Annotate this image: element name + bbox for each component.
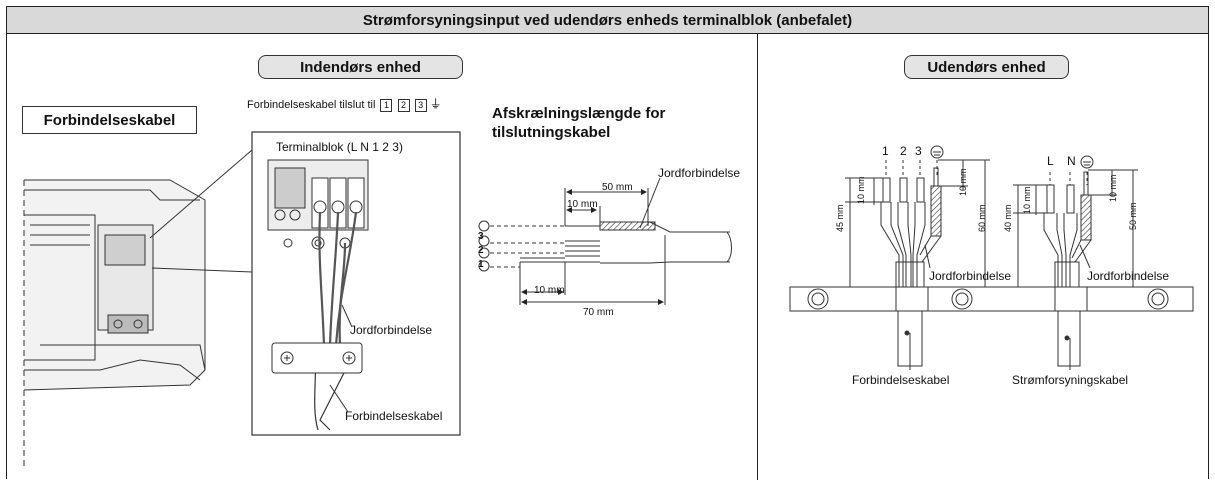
terminal-block-label: Terminalblok (L N 1 2 3)	[276, 140, 403, 154]
connect-caption: Forbindelseskabel tilslut til 1 2 3 ⏚	[247, 95, 442, 112]
ground-symbol-icon: ⏚	[429, 97, 442, 111]
connect-num-3: 3	[414, 98, 427, 112]
outdoor-cable-left: Forbindelseskabel	[852, 373, 950, 387]
strip-dim-10b: 10 mm	[534, 285, 565, 296]
strip-wire-1: 1	[478, 259, 484, 270]
diagram-frame: Strømforsyningsinput ved udendørs enheds…	[6, 6, 1209, 480]
outdoor-wire-2: 2	[900, 144, 907, 158]
outdoor-dim-40: 40 mm	[1003, 204, 1013, 232]
strip-dim-50: 50 mm	[602, 182, 633, 193]
outdoor-dim-50: 50 mm	[1128, 202, 1138, 230]
connection-cable-box: Forbindelseskabel	[22, 106, 197, 134]
strip-dim-10a: 10 mm	[567, 199, 598, 210]
outdoor-dim-10b: 10 mm	[958, 168, 968, 196]
connect-num-1: 1	[380, 98, 393, 112]
outdoor-dim-10d: 10 mm	[1108, 174, 1118, 202]
terminal-num-1: 1	[324, 186, 330, 196]
strip-wire-2: 2	[478, 245, 484, 256]
connect-num-2: 2	[397, 98, 410, 112]
outdoor-wire-L: L	[1047, 154, 1054, 168]
strip-dim-70: 70 mm	[583, 307, 614, 318]
indoor-ground-label: Jordforbindelse	[350, 323, 433, 337]
outdoor-unit-pill: Udendørs enhed	[904, 55, 1069, 79]
outdoor-wire-N: N	[1067, 154, 1076, 168]
outdoor-dim-10c: 10 mm	[1022, 186, 1032, 214]
terminal-num-2: 2	[340, 186, 346, 196]
outdoor-wire-3: 3	[915, 144, 922, 158]
indoor-unit-pill: Indendørs enhed	[258, 55, 463, 79]
outdoor-cable-right: Strømforsyningskabel	[1012, 373, 1129, 387]
terminal-num-3: 3	[356, 186, 362, 196]
indoor-cable-label: Forbindelseskabel	[345, 409, 443, 423]
page-title: Strømforsyningsinput ved udendørs enheds…	[7, 7, 1208, 34]
outdoor-ground-left: Jordforbindelse	[929, 269, 1012, 283]
strip-ground-label: Jordforbindelse	[658, 166, 741, 180]
connect-caption-text: Forbindelseskabel tilslut til	[247, 99, 376, 111]
strip-wire-3: 3	[478, 231, 484, 242]
strip-length-title: Afskrælningslængde for tilslutningskabel	[492, 105, 666, 141]
outdoor-dim-10a: 10 mm	[856, 176, 866, 204]
outdoor-dim-45: 45 mm	[835, 204, 845, 232]
outdoor-wire-1: 1	[882, 144, 889, 158]
outdoor-dim-60: 60 mm	[977, 204, 987, 232]
outdoor-ground-right: Jordforbindelse	[1087, 269, 1170, 283]
column-divider	[757, 33, 758, 480]
